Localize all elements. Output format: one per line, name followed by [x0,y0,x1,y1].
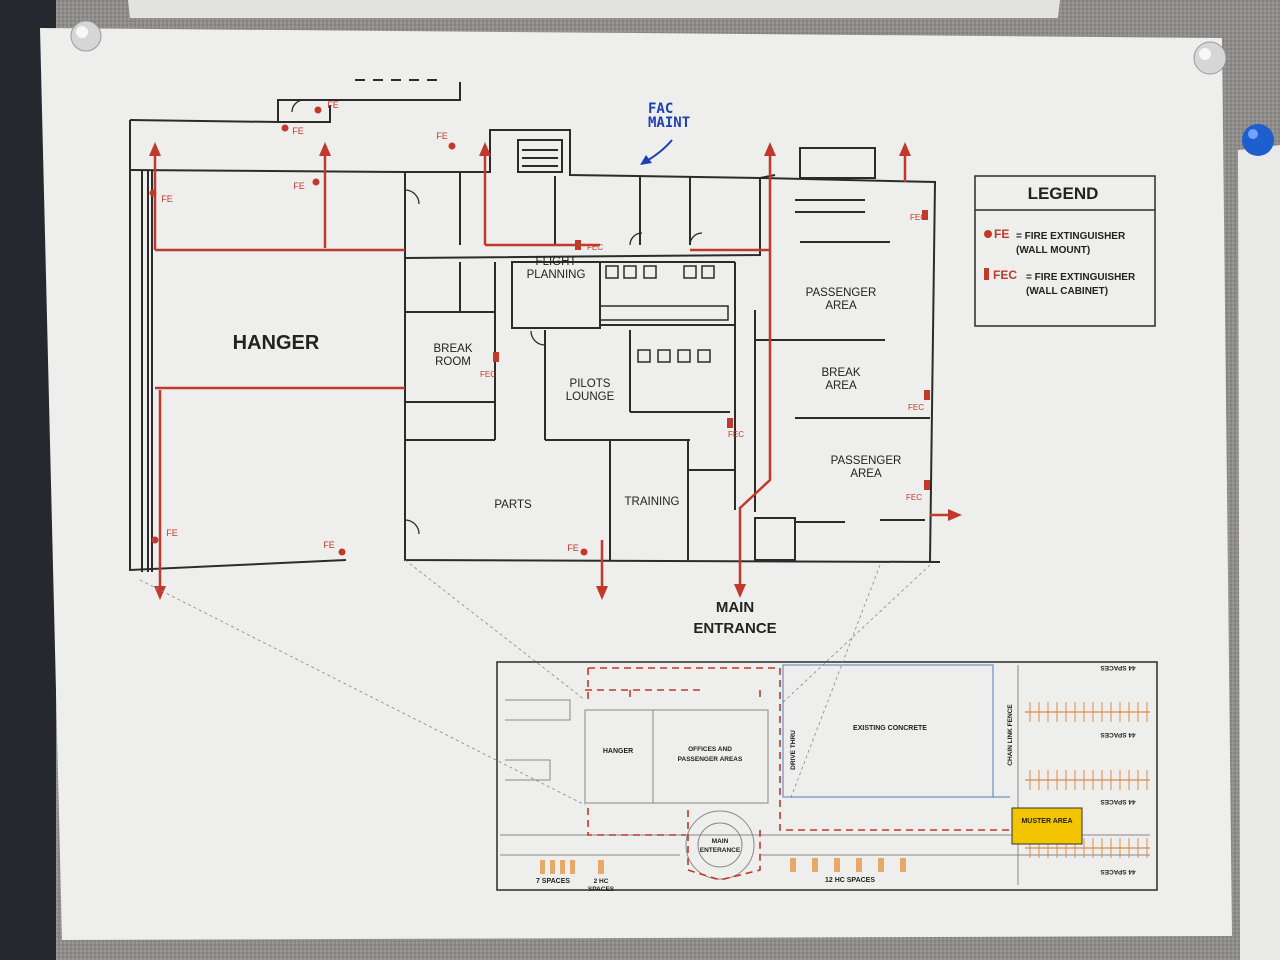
fec-label: FEC [908,403,924,412]
evacuation-routes [153,150,955,595]
legend-fec-key: FEC [993,268,1017,282]
drive-thru-label: DRIVE THRU [790,730,797,770]
fec-label: FEC [906,493,922,502]
room-label-parts: PARTS [494,499,532,511]
fe-label: FE [567,543,579,553]
twelve-hc-spaces-label: 12 HC SPACES [825,877,875,884]
fe-label: FE [161,194,173,204]
room-label-training: TRAINING [625,496,680,508]
thumbtack-icon [70,20,102,52]
legend-fec-desc: = FIRE EXTINGUISHER(WALL CABINET) [1026,272,1136,297]
fe-markers [149,106,588,556]
legend-title: LEGEND [1028,184,1099,203]
spaces-44-label: 44 SPACES [1100,731,1136,738]
adjacent-sheet [1238,145,1280,960]
legend-fe-key: FE [994,227,1009,241]
fec-label: FEC [480,370,496,379]
fe-label: FE [436,131,448,141]
route-arrowheads [149,142,962,600]
fec-labels: FEC FEC FEC FEC FEC FEC [480,213,926,502]
fe-label: FE [292,126,304,136]
annotation-arrow-icon [640,155,652,165]
fe-label: FE [323,540,335,550]
fec-label: FEC [728,430,744,439]
muster-area-label: MUSTER AREA [1021,818,1072,825]
fe-labels: FE FE FE FE FE FE FE FE [161,100,579,553]
legend-fe-desc: = FIRE EXTINGUISHER(WALL MOUNT) [1016,231,1126,256]
existing-concrete-label: EXISTING CONCRETE [853,725,927,732]
seven-spaces-label: 7 SPACES [536,878,570,885]
thumbtack-icon [1193,41,1227,75]
fec-label: FEC [910,213,926,222]
fec-markers [493,210,930,490]
spaces-44-label: 44 SPACES [1100,868,1136,875]
fe-label: FE [293,181,305,191]
fe-marker-icon [984,230,992,238]
site-hanger-label: HANGER [603,748,633,755]
sheet-behind [128,0,1060,18]
blue-pushpin-icon [1242,124,1274,156]
spaces-44-label: 44 SPACES [1100,664,1136,671]
spaces-44-label: 44 SPACES [1100,798,1136,805]
muster-area-box [1011,807,1083,845]
chain-link-fence-label: CHAIN LINK FENCE [1007,704,1014,766]
fec-marker-icon [984,268,989,280]
fe-label: FE [166,528,178,538]
fe-label: FE [327,100,339,110]
building-walls [129,79,941,572]
fec-label: FEC [587,243,603,252]
room-label-hanger: HANGER [233,332,320,354]
legend: LEGEND FE = FIRE EXTINGUISHER(WALL MOUNT… [974,175,1156,327]
